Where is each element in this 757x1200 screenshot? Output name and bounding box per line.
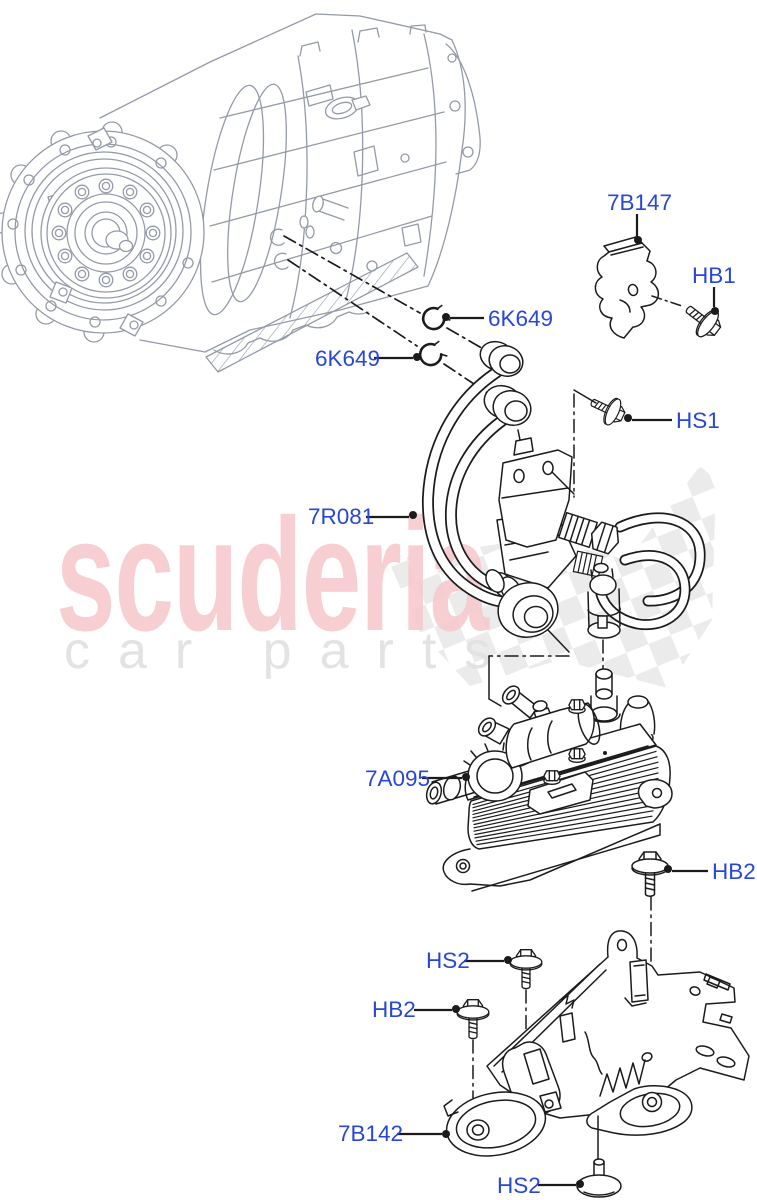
callout-7B142-label[interactable]: 7B142	[338, 1121, 403, 1146]
callout-HB2-right-label[interactable]: HB2	[712, 859, 756, 884]
oil-cooler-illustration	[425, 668, 673, 892]
callout-HB2-left-label[interactable]: HB2	[372, 997, 416, 1022]
bolt-hs2-top	[509, 949, 543, 990]
bolt-hs1	[585, 388, 630, 430]
bracket-7B147-illustration	[594, 236, 683, 339]
oil-pipes-illustration	[421, 340, 706, 707]
transmission-illustration	[0, 13, 481, 373]
bolt-hb2-right	[631, 851, 669, 897]
callout-7R081: 7R081	[308, 504, 417, 529]
callout-6K649-upper: 6K649	[442, 306, 553, 331]
callout-HS2-top-label[interactable]: HS2	[426, 948, 470, 973]
callout-7A095: 7A095	[365, 766, 470, 791]
callout-HB1: HB1	[692, 263, 736, 315]
cooler-valve-assembly	[425, 685, 601, 815]
callout-7B147: 7B147	[607, 190, 672, 244]
callout-7R081-label[interactable]: 7R081	[308, 504, 374, 529]
callout-7B142: 7B142	[338, 1121, 450, 1146]
callout-HB2-right: HB2	[664, 859, 756, 884]
bolt-hb1	[677, 295, 728, 345]
callout-HS2-bottom: HS2	[497, 1173, 584, 1198]
callout-7A095-label[interactable]: 7A095	[365, 766, 430, 791]
callout-HB2-left: HB2	[372, 997, 460, 1022]
callout-6K649-lower-label[interactable]: 6K649	[315, 346, 380, 371]
pipe-port-fittings	[479, 340, 532, 426]
callouts: 7B147 HB1 6K649 6K649 HS1 7R081 7A095 H	[308, 190, 756, 1198]
cylinder-connector	[587, 562, 621, 639]
callout-6K649-lower: 6K649	[315, 346, 421, 371]
callout-HB1-label[interactable]: HB1	[692, 263, 736, 288]
callout-HS2-bottom-label[interactable]: HS2	[497, 1173, 541, 1198]
callout-HS1-label[interactable]: HS1	[676, 408, 720, 433]
clutch-plate	[40, 167, 172, 299]
bolt-hb2-left	[456, 999, 490, 1040]
callout-HS2-top: HS2	[426, 948, 512, 973]
callout-HS1: HS1	[624, 408, 720, 433]
watermark-brand-text: scuderia	[56, 485, 490, 664]
parts-line-art	[283, 235, 750, 1198]
callout-6K649-upper-label[interactable]: 6K649	[488, 306, 553, 331]
mount-bracket-illustration	[443, 930, 750, 1157]
watermark-subtitle-text: car parts	[64, 622, 518, 680]
watermark: scuderia car parts	[56, 466, 716, 688]
callout-7B147-label[interactable]: 7B147	[607, 190, 672, 215]
